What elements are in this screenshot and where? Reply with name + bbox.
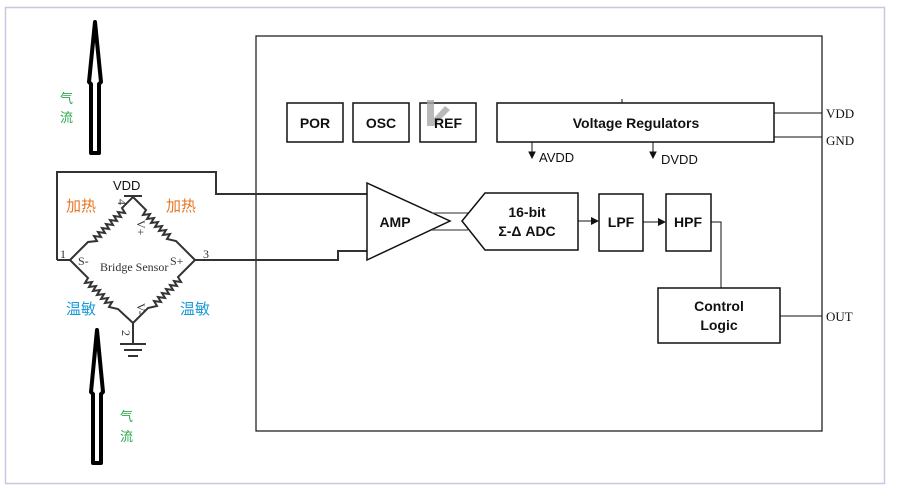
control-logic-label-line2: Logic bbox=[700, 317, 738, 333]
osc-block: OSC bbox=[352, 102, 410, 143]
out-pin-label: OUT bbox=[826, 309, 853, 324]
node-v-plus: V+ bbox=[134, 220, 148, 236]
voltage-regulators-block: Voltage Regulators bbox=[496, 99, 775, 143]
bridge-wiring bbox=[56, 171, 367, 261]
airflow-arrow-top-icon bbox=[87, 20, 103, 155]
airflow-label-top-1: 气 bbox=[60, 91, 73, 107]
gnd-pin-label: GND bbox=[826, 133, 854, 148]
bridge-sensor-name: Bridge Sensor bbox=[100, 260, 168, 274]
osc-label: OSC bbox=[366, 115, 396, 131]
vdd-pin-label: VDD bbox=[826, 106, 854, 121]
pin-4-label: 4 bbox=[115, 199, 129, 205]
por-block: POR bbox=[286, 102, 344, 143]
lpf-block: LPF bbox=[598, 193, 644, 252]
control-logic-label-line1: Control bbox=[694, 298, 744, 314]
adc-label-line1: 16-bit bbox=[508, 204, 546, 220]
amp-label: AMP bbox=[379, 214, 410, 230]
adc-block: 16-bit Σ-Δ ADC bbox=[461, 192, 579, 251]
avdd-output bbox=[528, 142, 536, 160]
node-s-plus: S+ bbox=[170, 254, 184, 268]
pin-2-label: 2 bbox=[119, 330, 133, 336]
dvdd-output bbox=[649, 142, 657, 160]
lpf-label: LPF bbox=[608, 214, 635, 230]
temp-right-label: 温敏 bbox=[180, 300, 210, 318]
hpf-block: HPF bbox=[665, 193, 712, 252]
dvdd-label: DVDD bbox=[661, 152, 698, 167]
adc-label-line2: Σ-Δ ADC bbox=[498, 223, 555, 239]
cursor-mark-icon bbox=[427, 100, 450, 126]
amp-block: AMP bbox=[366, 181, 452, 262]
temp-left-label: 温敏 bbox=[66, 300, 96, 318]
bridge-sensor bbox=[69, 195, 196, 357]
hpf-label: HPF bbox=[674, 214, 702, 230]
adc-lpf-arrow bbox=[578, 217, 599, 225]
outer-frame bbox=[4, 6, 886, 485]
lpf-hpf-arrow bbox=[643, 218, 666, 226]
heater-left-label: 加热 bbox=[66, 197, 96, 215]
pin-1-label: 1 bbox=[60, 247, 66, 261]
por-label: POR bbox=[300, 115, 330, 131]
voltage-regulators-label: Voltage Regulators bbox=[573, 115, 700, 131]
airflow-label-bottom-1: 气 bbox=[120, 409, 133, 425]
chip-boundary bbox=[255, 35, 823, 432]
heater-right-label: 加热 bbox=[166, 197, 196, 215]
hpf-control-wire bbox=[711, 221, 722, 288]
node-v-minus: V- bbox=[134, 303, 148, 315]
ref-label: REF bbox=[434, 115, 462, 131]
airflow-arrow-bottom-icon bbox=[89, 328, 105, 465]
node-s-minus: S- bbox=[78, 254, 89, 268]
ref-block: REF bbox=[419, 100, 477, 143]
pin-3-label: 3 bbox=[203, 247, 209, 261]
amp-adc-link bbox=[432, 212, 468, 231]
avdd-label: AVDD bbox=[539, 150, 574, 165]
control-logic-block: Control Logic bbox=[657, 287, 781, 344]
airflow-label-top-2: 流 bbox=[60, 111, 73, 126]
airflow-label-bottom-2: 流 bbox=[120, 430, 133, 445]
bridge-vdd-label: VDD bbox=[113, 178, 140, 193]
